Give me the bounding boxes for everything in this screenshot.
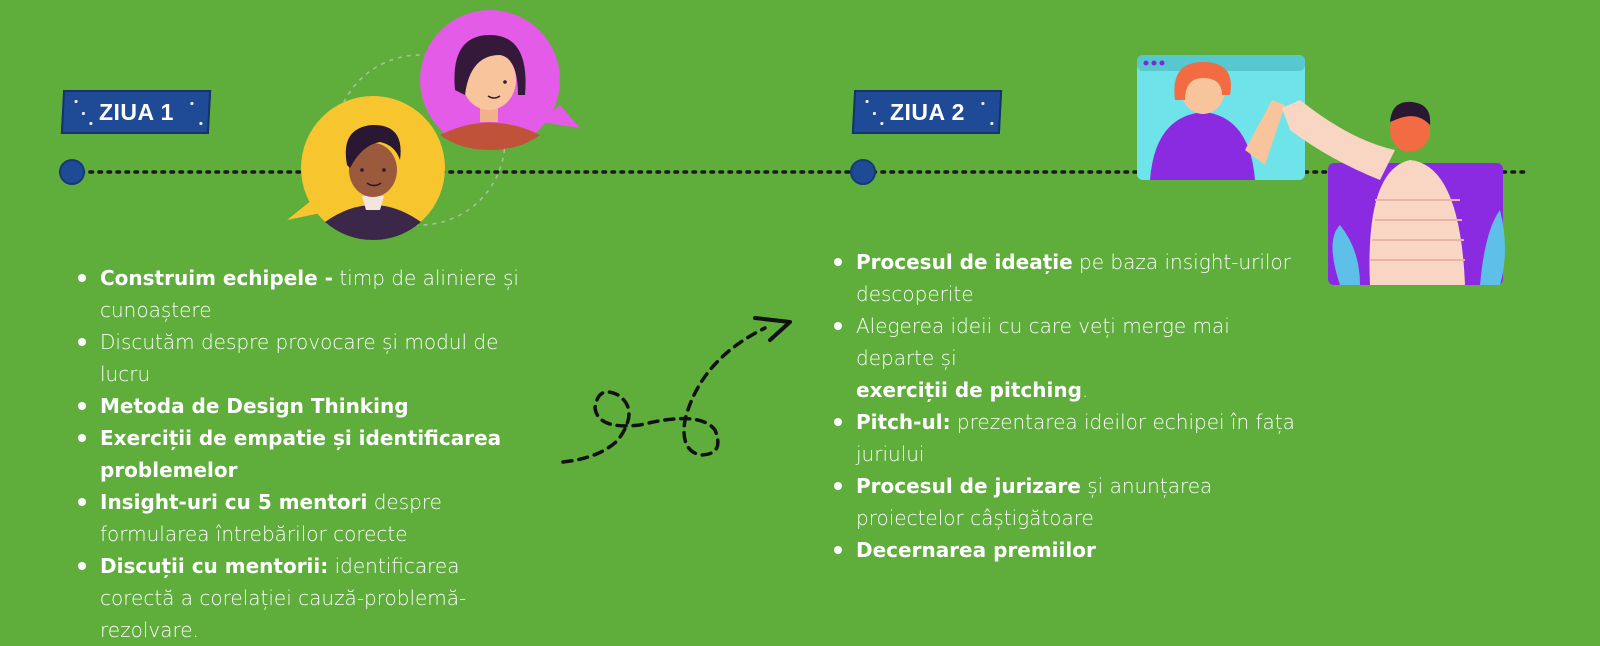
day2-list: Procesul de ideație pe baza insight-uril… — [834, 246, 1312, 566]
list-item: Metoda de Design Thinking — [78, 390, 538, 422]
purple-panel-icon — [1282, 100, 1505, 285]
list-item: Insight-uri cu 5 mentori despre formular… — [78, 486, 538, 550]
list-item: Construim echipele - timp de aliniere și… — [78, 262, 538, 326]
woman-avatar-icon — [420, 10, 580, 150]
high-five-illustration — [1137, 55, 1505, 285]
man-avatar-icon — [287, 96, 445, 240]
list-item: Alegerea ideii cu care veți merge mai de… — [834, 310, 1312, 406]
list-item: Discutăm despre provocare și modul de lu… — [78, 326, 538, 390]
video-window-icon — [1137, 55, 1305, 180]
list-item: Exerciții de empatie și identificarea pr… — [78, 422, 538, 486]
timeline-dot-day2 — [850, 159, 876, 185]
chat-avatars-illustration — [287, 10, 580, 240]
list-item: Decernarea premiilor — [834, 534, 1312, 566]
day1-list: Construim echipele - timp de aliniere și… — [78, 262, 538, 646]
list-item: Procesul de jurizare și anunțarea proiec… — [834, 470, 1312, 534]
timeline-dot-day1 — [59, 159, 85, 185]
dashed-arrow-icon — [561, 316, 792, 464]
list-item: Procesul de ideație pe baza insight-uril… — [834, 246, 1312, 310]
list-item: Discuții cu mentorii: identificarea core… — [78, 550, 538, 646]
list-item: Pitch-ul: prezentarea ideilor echipei în… — [834, 406, 1312, 470]
